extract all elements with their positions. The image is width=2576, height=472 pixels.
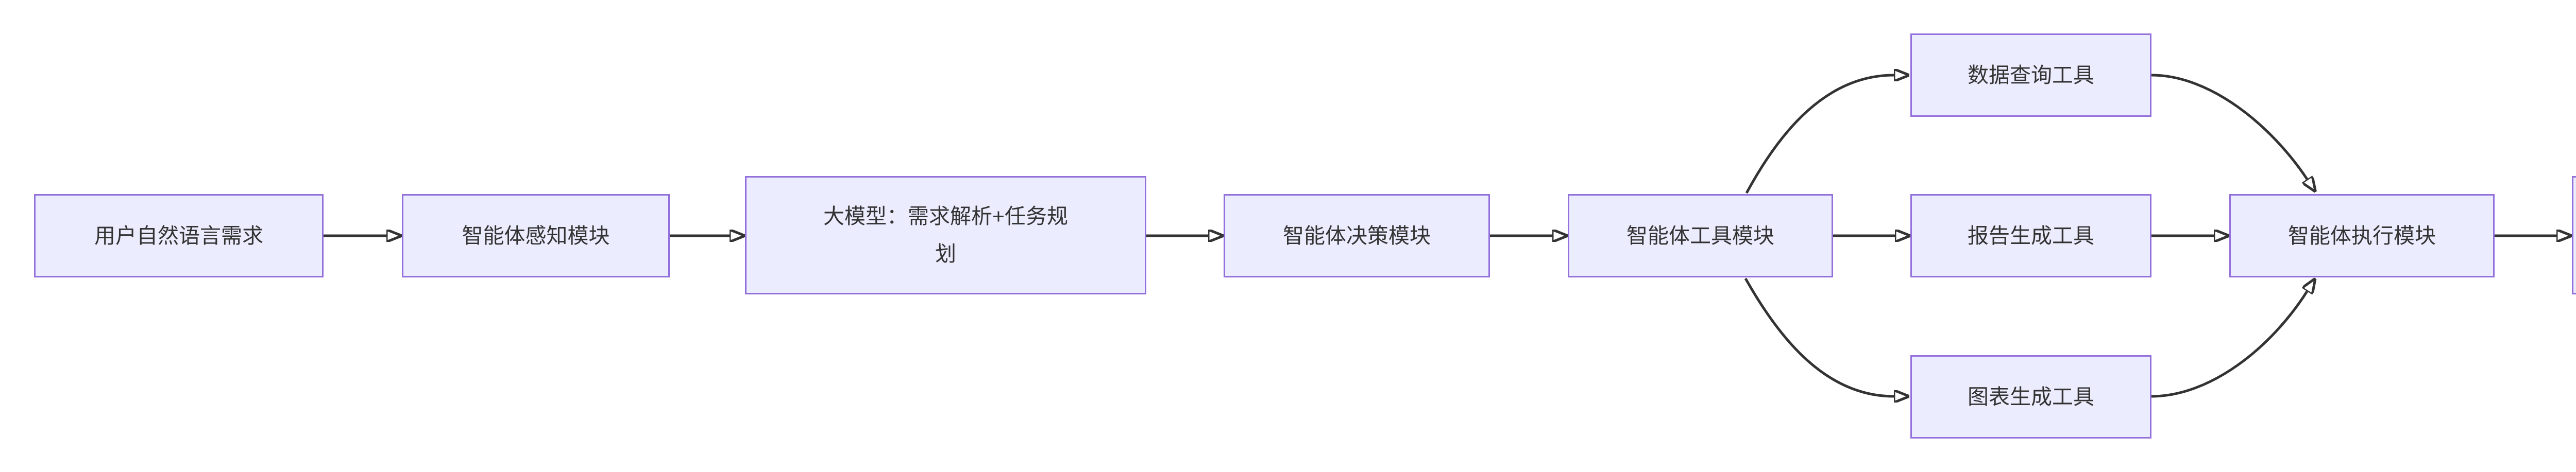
node-perception: 智能体感知模块 xyxy=(402,194,670,277)
node-decision: 智能体决策模块 xyxy=(1224,194,1490,277)
node-llm-output: 大模型：结果整合+自然语 言输出 xyxy=(2572,176,2576,294)
node-chart-gen-tool: 图表生成工具 xyxy=(1910,355,2151,439)
node-data-query-tool: 数据查询工具 xyxy=(1910,33,2151,117)
node-llm-planning: 大模型：需求解析+任务规 划 xyxy=(745,176,1146,294)
node-tools: 智能体工具模块 xyxy=(1568,194,1833,277)
edge-tools-to-chart-gen xyxy=(1744,277,1894,396)
node-execution: 智能体执行模块 xyxy=(2229,194,2495,277)
node-user-request: 用户自然语言需求 xyxy=(34,194,324,277)
node-report-gen-tool: 报告生成工具 xyxy=(1910,194,2151,277)
edge-data-query-to-execution xyxy=(2151,74,2307,179)
edge-tools-to-data-query xyxy=(1745,75,1894,194)
edge-chart-gen-to-execution xyxy=(2151,291,2307,398)
